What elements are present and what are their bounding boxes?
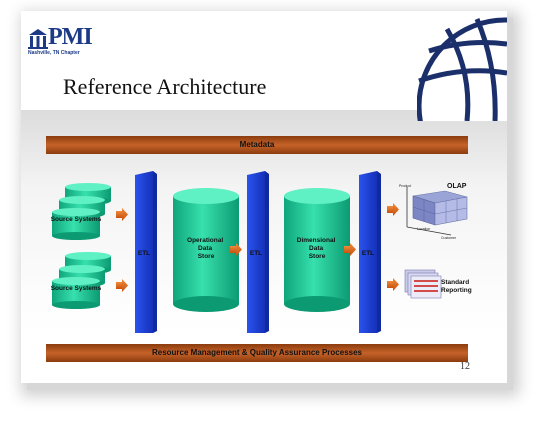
arrow-dds-to-etl [344,243,356,256]
olap-axis-customer: Customer [441,236,457,240]
pmi-logo: PMI Nashville, TN Chapter [28,24,98,60]
standard-reporting-label: Standard Reporting [441,279,472,294]
dimensional-data-store: Dimensional Data Store [284,188,350,312]
source-cylinder [52,208,100,240]
etl-label: ETL [362,250,374,257]
source-systems-group-1: Source Systems [51,183,111,240]
olap-axis-product: Product [399,184,411,188]
globe-icon [417,17,507,121]
arrow-ods-to-etl [230,243,242,256]
source-systems-group-2: Source Systems [51,252,111,309]
source-systems-label: Source Systems [51,216,102,223]
etl-bar-3: ETL [359,171,381,333]
metadata-bar: Metadata [46,136,468,154]
arrow-source-2 [116,279,128,292]
source-systems-label: Source Systems [51,285,102,292]
resource-management-bar: Resource Management & Quality Assurance … [46,344,468,362]
olap-axis-location: Location [417,227,430,231]
page-title: Reference Architecture [63,74,267,99]
logo-name: PMI [48,24,93,50]
building-icon [28,29,48,49]
arrow-to-reporting [387,278,399,291]
source-cylinder [52,277,100,309]
etl-bar-1: ETL [135,171,157,333]
etl-bar-2: ETL [247,171,269,333]
arrow-source-1 [116,208,128,221]
slide-number: 12 [460,361,470,372]
olap-cube-icon: Product Location Customer [399,184,468,240]
etl-label: ETL [250,250,262,257]
etl-label: ETL [138,250,150,257]
olap-label: OLAP [447,183,467,190]
architecture-diagram: Source Systems Source Systems [51,171,472,333]
dimensional-store-label: Dimensional Data Store [297,237,337,260]
logo-subtitle: Nashville, TN Chapter [28,50,80,56]
operational-store-label: Operational Data Store [187,237,225,260]
report-stack-icon [404,269,442,299]
operational-data-store: Operational Data Store [173,188,239,312]
slide: PMI Nashville, TN Chapter Reference Arch… [21,11,507,383]
arrow-to-olap [387,203,399,216]
